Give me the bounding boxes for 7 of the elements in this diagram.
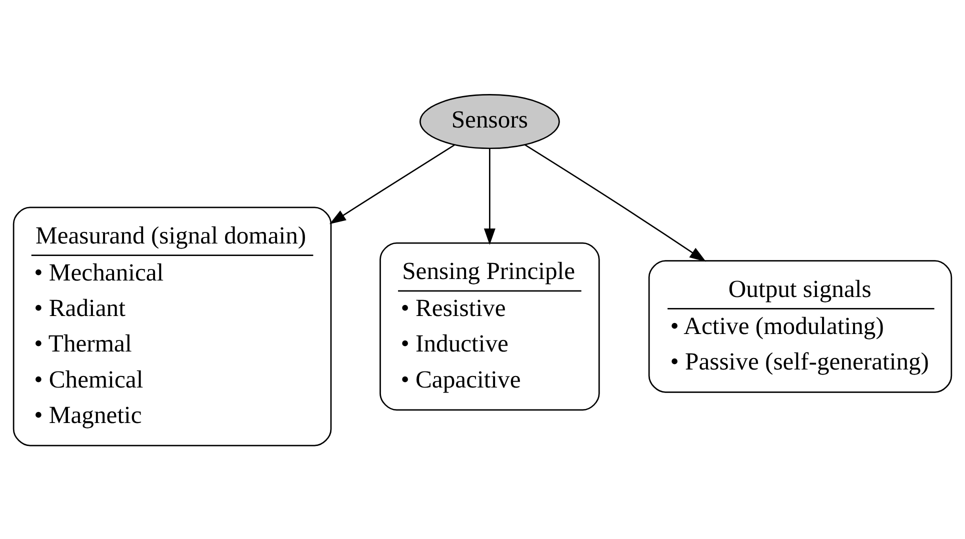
- node-box: Sensing Principle • Resistive • Inductive • Capacitive: [380, 242, 600, 410]
- node-box: Measurand (signal domain) • Mechanical • Radiant • Thermal • Chemical • Magnetic: [12, 206, 332, 446]
- node-ellipse: Sensors: [419, 94, 560, 149]
- arrow: [329, 144, 455, 224]
- arrow: [484, 148, 496, 244]
- arrow: [524, 144, 706, 262]
- node-box: Output signals • Active (modulating) • Passive (self-generating): [648, 260, 952, 392]
